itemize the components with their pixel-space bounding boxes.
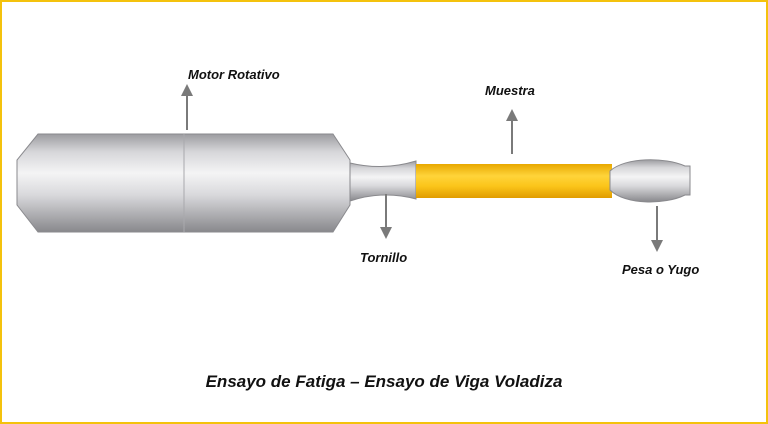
diagram-caption: Ensayo de Fatiga – Ensayo de Viga Voladi… <box>205 372 563 391</box>
sample-rod <box>416 164 612 198</box>
motor-label: Motor Rotativo <box>188 67 280 82</box>
weight-label: Pesa o Yugo <box>622 262 700 277</box>
screw-label: Tornillo <box>360 250 408 265</box>
screw-chuck <box>349 160 417 202</box>
sample-label: Muestra <box>485 83 535 98</box>
weight-yoke <box>609 159 691 203</box>
